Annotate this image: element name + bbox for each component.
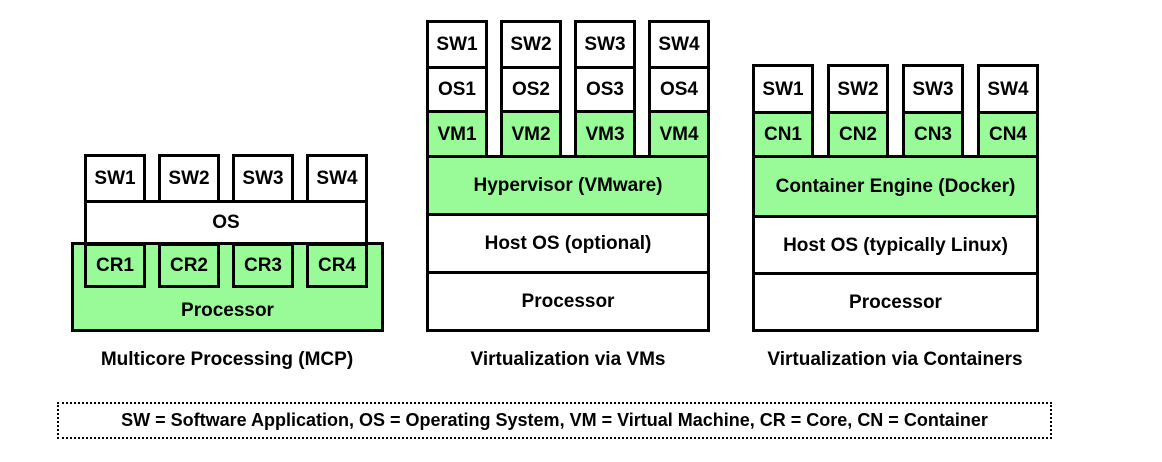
mcp-sw4-box: SW4: [306, 154, 368, 203]
vm-col3-sw-box: SW3: [584, 34, 626, 55]
mcp-sw3-box: SW3: [232, 154, 294, 203]
vm-column-3: SW3 OS3 VM3: [574, 20, 636, 158]
mcp-cr1-box: CR1: [84, 243, 146, 288]
legend-box: SW = Software Application, OS = Operatin…: [57, 402, 1052, 439]
containers-caption: Virtualization via Containers: [767, 349, 1023, 370]
vm-col2-sw-box: SW2: [510, 34, 552, 55]
vm-col2-vm-box: VM2: [503, 110, 559, 155]
container-column-3: SW3 CN3: [902, 64, 964, 158]
mcp-caption: Multicore Processing (MCP): [100, 349, 354, 370]
vm-col1-vm-box: VM1: [429, 110, 485, 155]
mcp-sw2-box: SW2: [158, 154, 220, 203]
vm-hypervisor-bar: Hypervisor (VMware): [426, 155, 710, 216]
cn-col4-sw-box: SW4: [987, 78, 1029, 100]
cn-col3-sw-box: SW3: [912, 78, 954, 100]
cn-col3-cn-box: CN3: [905, 111, 961, 155]
container-column-4: SW4 CN4: [977, 64, 1039, 158]
container-column-1: SW1 CN1: [752, 64, 814, 158]
mcp-os-box: OS: [84, 200, 368, 245]
mcp-cr3-box: CR3: [232, 243, 294, 288]
vm-col3-os-box: OS3: [577, 66, 633, 110]
mcp-cr2-box: CR2: [158, 243, 220, 288]
container-engine-bar: Container Engine (Docker): [752, 155, 1039, 218]
vm-col4-os-box: OS4: [651, 66, 707, 110]
cn-col4-cn-box: CN4: [980, 111, 1036, 155]
mcp-cr4-box: CR4: [306, 243, 368, 288]
mcp-processor-label: Processor: [181, 300, 274, 321]
vm-column-2: SW2 OS2 VM2: [500, 20, 562, 158]
container-processor-bar: Processor: [752, 272, 1039, 332]
vm-col1-sw-box: SW1: [436, 34, 478, 55]
vm-col3-vm-box: VM3: [577, 110, 633, 155]
vm-column-1: SW1 OS1 VM1: [426, 20, 488, 158]
container-column-2: SW2 CN2: [827, 64, 889, 158]
vm-col4-vm-box: VM4: [651, 110, 707, 155]
vm-col4-sw-box: SW4: [658, 34, 700, 55]
vm-processor-bar: Processor: [426, 271, 710, 332]
mcp-sw1-box: SW1: [84, 154, 146, 203]
vm-host-os-bar: Host OS (optional): [426, 213, 710, 274]
vms-caption: Virtualization via VMs: [470, 349, 666, 370]
container-host-os-bar: Host OS (typically Linux): [752, 215, 1039, 275]
vm-column-4: SW4 OS4 VM4: [648, 20, 710, 158]
cn-col2-cn-box: CN2: [830, 111, 886, 155]
vm-col1-os-box: OS1: [429, 66, 485, 110]
cn-col1-cn-box: CN1: [755, 111, 811, 155]
cn-col2-sw-box: SW2: [837, 78, 879, 100]
cn-col1-sw-box: SW1: [762, 78, 804, 100]
legend-text: SW = Software Application, OS = Operatin…: [121, 410, 988, 430]
vm-col2-os-box: OS2: [503, 66, 559, 110]
